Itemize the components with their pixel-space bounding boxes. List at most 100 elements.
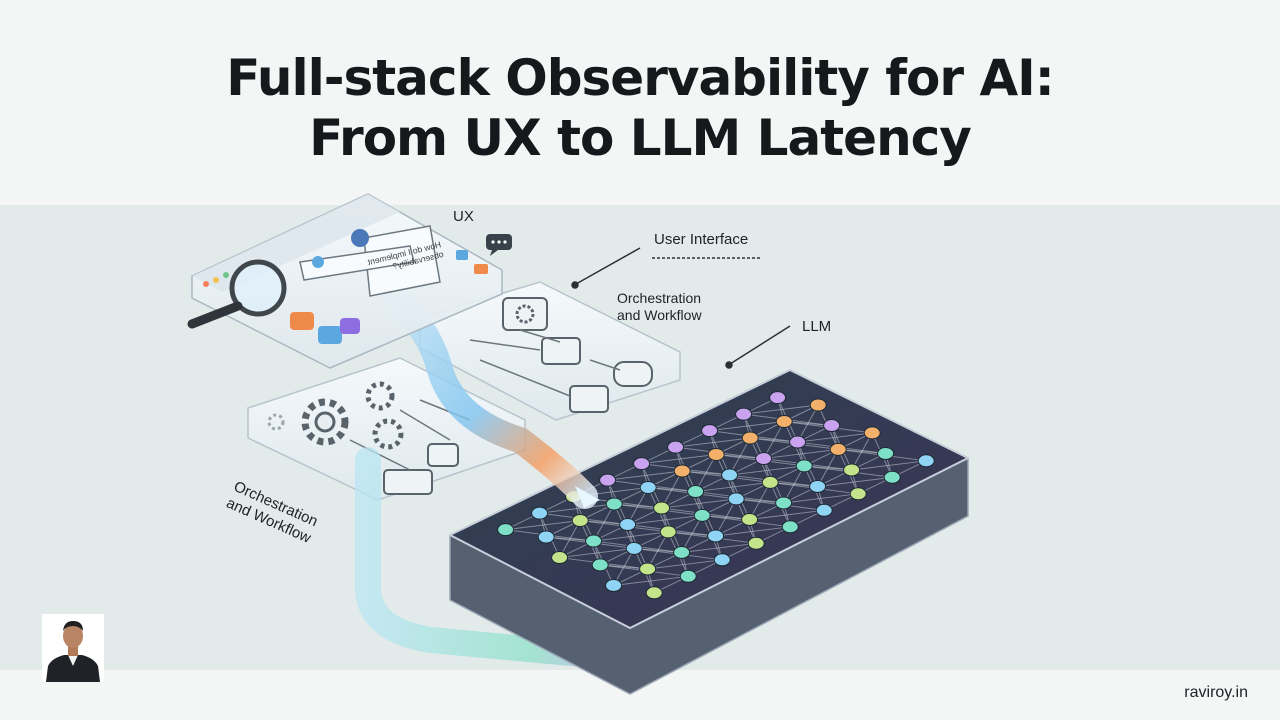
settings-node-icon [502, 297, 548, 331]
network-node [619, 518, 637, 532]
action-chip-orange [290, 312, 314, 330]
network-node [877, 446, 895, 460]
ux-panel [187, 193, 503, 369]
network-node [741, 512, 759, 526]
network-edge [681, 515, 703, 553]
network-edge [743, 404, 819, 415]
title-line-1: Full-stack Observability for AI: [226, 49, 1055, 107]
network-node [599, 473, 617, 487]
network-node [775, 496, 793, 510]
network-node [605, 497, 623, 511]
network-node [755, 452, 773, 466]
flow-arrow-icon [575, 486, 600, 508]
network-edge [783, 465, 805, 504]
slide-title: Full-stack Observability for AI: From UX… [0, 48, 1280, 168]
network-node [639, 562, 657, 576]
network-edge [627, 487, 649, 525]
speech-bubble-icon [486, 234, 512, 256]
llm-network-nodes [497, 391, 935, 600]
action-chip-purple [340, 318, 360, 334]
label-orchestration-top: Orchestration and Workflow [617, 290, 702, 323]
network-edge [661, 498, 737, 509]
window-control-maximize [223, 272, 229, 278]
network-edge [647, 531, 669, 570]
network-edge [613, 575, 689, 586]
network-node [701, 424, 719, 438]
network-node [823, 419, 841, 433]
action-chip-blue [318, 326, 342, 344]
network-node [727, 492, 745, 506]
avatar-icon [351, 229, 369, 247]
network-node [693, 508, 711, 522]
network-node [769, 391, 787, 405]
data-flow-ribbon-main [382, 287, 598, 509]
network-edge [647, 559, 723, 570]
network-node [659, 525, 677, 539]
gear-icon-small [267, 381, 404, 450]
network-edge [749, 482, 771, 520]
network-edge [783, 493, 859, 504]
network-edge [729, 437, 751, 476]
status-chip-blue [456, 250, 468, 260]
window-control-close [203, 281, 209, 287]
network-node [707, 529, 725, 543]
network-edge [749, 509, 825, 520]
network-node [633, 457, 651, 471]
network-node [809, 479, 827, 493]
network-edge [709, 421, 785, 432]
network-node [653, 501, 671, 515]
network-node [531, 506, 549, 520]
network-node [497, 523, 515, 537]
network-node [679, 569, 697, 583]
network-edge [681, 542, 757, 553]
network-edge [729, 465, 805, 476]
network-edge [797, 404, 819, 443]
network-edge [851, 460, 927, 471]
network-node [735, 407, 753, 421]
chat-bubble-secondary [299, 245, 415, 281]
network-edge [559, 520, 581, 558]
network-node [605, 578, 623, 592]
author-avatar [42, 614, 104, 682]
network-node [639, 481, 657, 495]
network-edge [593, 531, 669, 542]
network-node [713, 553, 731, 567]
network-edge [505, 520, 581, 531]
network-edge [695, 454, 717, 492]
network-edge [695, 481, 771, 493]
network-edge [763, 421, 785, 459]
orchestration-panel-upper [419, 281, 681, 421]
network-edge [715, 526, 791, 537]
network-node [863, 426, 881, 440]
network-node [815, 503, 833, 517]
network-node [537, 530, 555, 544]
window-control-minimize [213, 277, 219, 283]
network-node [721, 468, 739, 482]
network-node [795, 459, 813, 473]
message-icon [312, 256, 324, 268]
label-ux: UX [453, 208, 474, 225]
network-node [687, 485, 705, 499]
network-node [551, 551, 569, 565]
network-node [781, 520, 799, 534]
network-node [809, 398, 827, 412]
workflow-node-icon [383, 443, 459, 495]
network-edge [715, 498, 737, 537]
network-node [707, 448, 725, 462]
network-edge [675, 437, 751, 448]
network-edge [851, 432, 873, 471]
network-node [761, 475, 779, 489]
network-edge [559, 547, 635, 559]
network-edge [627, 514, 703, 526]
network-node [883, 470, 901, 484]
footer-site-link[interactable]: raviroy.in [1184, 684, 1248, 701]
network-node [747, 536, 765, 550]
title-line-2: From UX to LLM Latency [309, 109, 972, 167]
status-chip-orange [474, 264, 488, 274]
network-node [917, 454, 935, 468]
label-llm: LLM [802, 318, 832, 335]
label-leader-lines [571, 247, 791, 369]
network-node [741, 431, 759, 445]
network-edge [763, 448, 839, 460]
